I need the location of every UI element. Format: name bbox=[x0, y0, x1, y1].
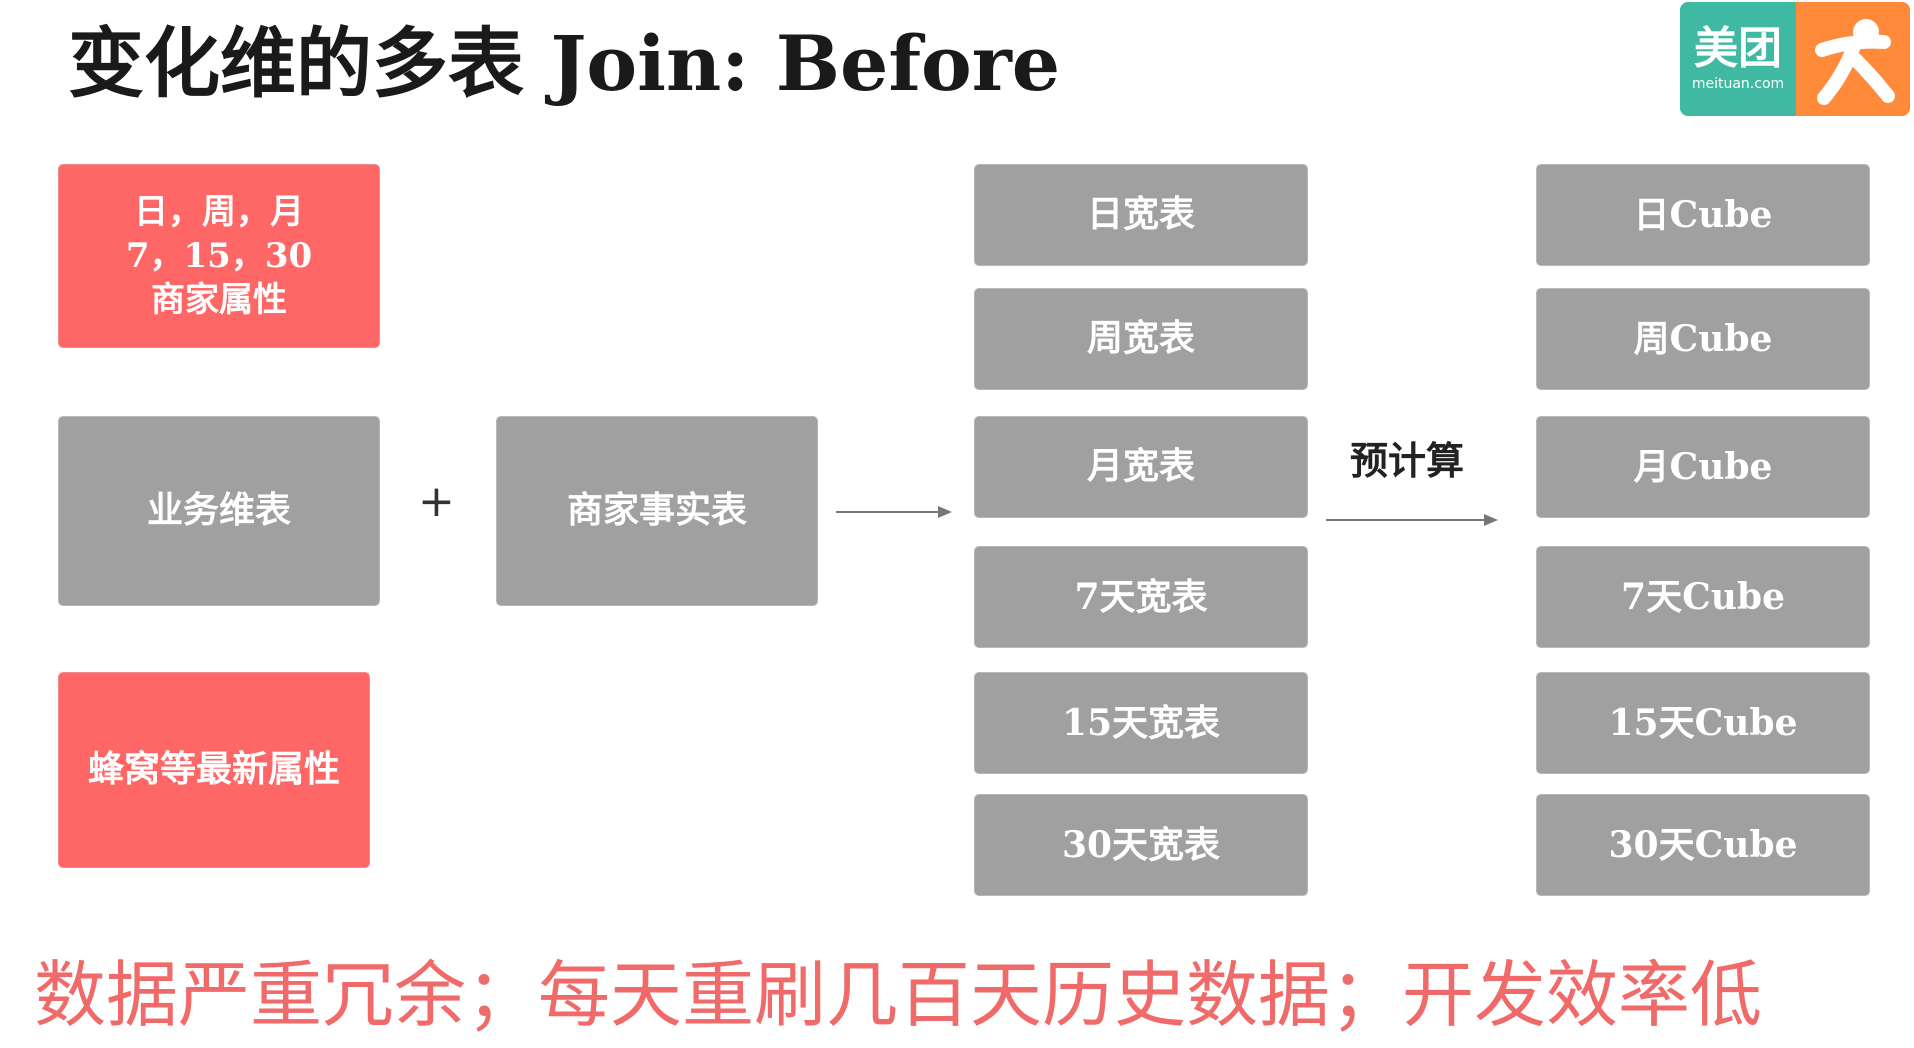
page-title: 变化维的多表 Join: Before bbox=[68, 19, 1061, 108]
cube-15day: 15天Cube bbox=[1536, 672, 1870, 774]
merchant-fact-table-box: 商家事实表 bbox=[496, 416, 818, 606]
cube-day: 日Cube bbox=[1536, 164, 1870, 266]
period-merchant-attr-box: 日，周，月 7，15，30 商家属性 bbox=[58, 164, 380, 348]
cube-week: 周Cube bbox=[1536, 288, 1870, 390]
latest-attr-box: 蜂窝等最新属性 bbox=[58, 672, 370, 868]
business-dim-table-box: 业务维表 bbox=[58, 416, 380, 606]
logo-mascot-panel bbox=[1796, 2, 1910, 116]
running-person-icon bbox=[1815, 19, 1895, 105]
precalc-label: 预计算 bbox=[1350, 439, 1465, 483]
cube-7day: 7天Cube bbox=[1536, 546, 1870, 648]
logo-brand-panel: 美团 meituan.com bbox=[1680, 2, 1796, 116]
logo-brand-url: meituan.com bbox=[1691, 76, 1785, 92]
footer-problem-statement: 数据严重冗余；每天重刷几百天历史数据；开发效率低 bbox=[34, 953, 1763, 1037]
logo-brand-cn: 美团 bbox=[1694, 23, 1782, 74]
period-merchant-attr-text: 日，周，月 7，15，30 商家属性 bbox=[126, 190, 312, 323]
wide-table-7day: 7天宽表 bbox=[974, 546, 1308, 648]
attr-line-periods: 日，周，月 bbox=[133, 191, 304, 232]
join-arrow bbox=[836, 506, 952, 518]
cube-month: 月Cube bbox=[1536, 416, 1870, 518]
attr-line-days: 7，15，30 bbox=[125, 235, 313, 276]
wide-table-30day: 30天宽表 bbox=[974, 794, 1308, 896]
plus-sign: + bbox=[418, 476, 455, 527]
wide-table-week: 周宽表 bbox=[974, 288, 1308, 390]
meituan-logo: 美团 meituan.com bbox=[1680, 2, 1910, 116]
wide-table-15day: 15天宽表 bbox=[974, 672, 1308, 774]
cube-30day: 30天Cube bbox=[1536, 794, 1870, 896]
precalc-arrow bbox=[1326, 514, 1498, 526]
attr-line-merchant: 商家属性 bbox=[150, 280, 287, 321]
wide-table-day: 日宽表 bbox=[974, 164, 1308, 266]
wide-table-month: 月宽表 bbox=[974, 416, 1308, 518]
